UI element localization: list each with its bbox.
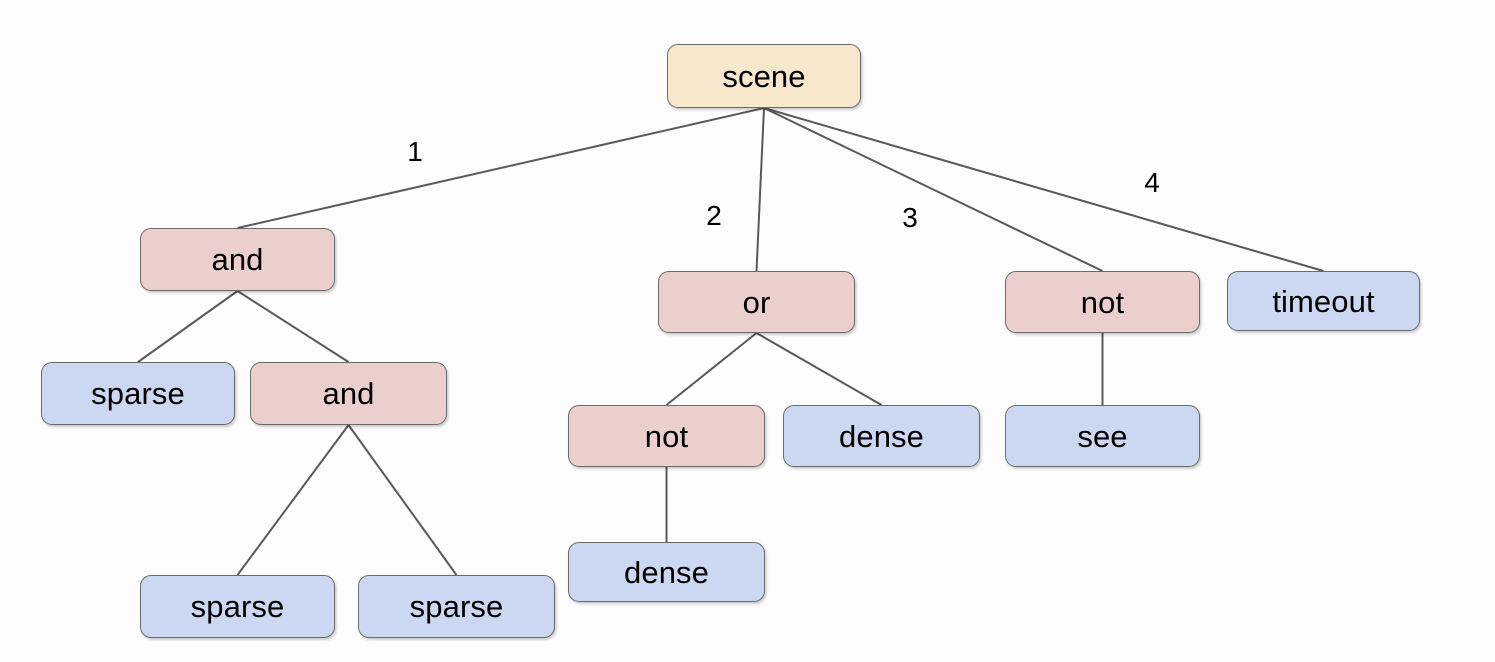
tree-node-label: sparse: [409, 589, 504, 624]
tree-node-label: sparse: [91, 376, 185, 411]
tree-edge-or1-not2: [665, 332, 758, 406]
tree-node-dense2[interactable]: dense: [568, 542, 765, 602]
edge-label-4: 4: [1144, 167, 1160, 198]
tree-node-or1[interactable]: or: [658, 271, 855, 333]
edge-label-3: 3: [902, 202, 918, 233]
tree-node-label: not: [644, 418, 689, 454]
tree-node-and2[interactable]: and: [250, 362, 447, 425]
tree-edge-and1-sparse1: [137, 290, 239, 363]
tree-node-label: dense: [839, 418, 924, 454]
tree-node-label: and: [322, 376, 375, 411]
tree-node-see1[interactable]: see: [1005, 405, 1200, 467]
tree-edge-or1-dense1: [756, 332, 882, 406]
tree-node-sparse3[interactable]: sparse: [358, 575, 555, 638]
tree-edge-and2-sparse3: [347, 424, 458, 576]
tree-node-sparse1[interactable]: sparse: [41, 362, 235, 425]
tree-edge-scene-timeout1: [763, 107, 1324, 272]
edge-label-2: 2: [706, 200, 722, 231]
tree-node-label: see: [1077, 418, 1128, 454]
tree-node-and1[interactable]: and: [140, 228, 335, 291]
tree-node-label: sparse: [190, 589, 285, 624]
tree-node-dense1[interactable]: dense: [783, 405, 980, 467]
tree-node-scene[interactable]: scene: [667, 44, 861, 108]
tree-node-not2[interactable]: not: [568, 405, 765, 467]
tree-node-label: and: [211, 242, 264, 277]
tree-edge-and2-sparse2: [236, 424, 350, 576]
tree-node-label: or: [742, 284, 771, 320]
tree-node-label: scene: [722, 58, 806, 94]
edge-label-1: 1: [407, 136, 423, 167]
tree-edge-and1-and2: [236, 290, 350, 363]
tree-node-label: not: [1080, 284, 1125, 320]
tree-node-sparse2[interactable]: sparse: [140, 575, 335, 638]
tree-edge-scene-and1: [237, 107, 765, 229]
tree-node-label: timeout: [1272, 283, 1375, 319]
tree-edge-scene-or1: [755, 107, 765, 272]
tree-node-timeout1[interactable]: timeout: [1227, 271, 1420, 331]
tree-node-not1[interactable]: not: [1005, 271, 1200, 333]
tree-node-label: dense: [624, 554, 709, 590]
tree-edge-scene-not1: [763, 107, 1103, 272]
